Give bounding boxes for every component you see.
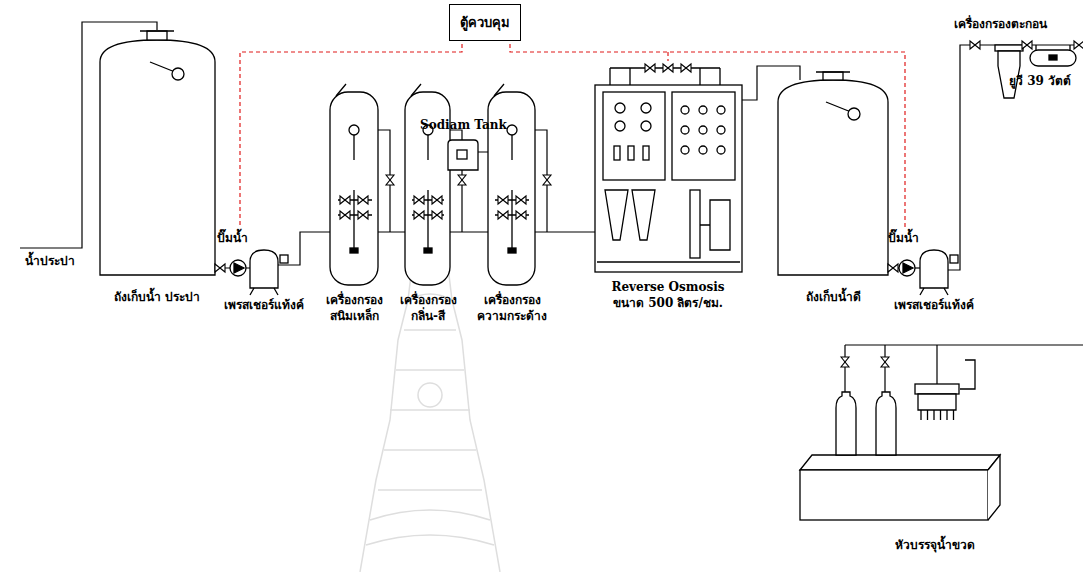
valve-symbol <box>215 264 225 272</box>
raw-water-tank <box>100 31 215 275</box>
filler-spout <box>933 410 934 420</box>
valve-symbol <box>516 211 526 219</box>
part-label: ยูวี 39 วัตต์ <box>1009 74 1071 90</box>
part-label: หัวบรรจุน้ำขวด <box>895 538 975 554</box>
box-label: ตู้ควบคุม <box>460 12 510 33</box>
valve-symbol <box>414 196 424 204</box>
filler-spout <box>927 410 928 420</box>
uv-lamp <box>1030 45 1076 66</box>
valve-symbol <box>1074 41 1083 49</box>
bottle-filler <box>800 360 1000 520</box>
filler-spout <box>940 410 941 420</box>
valve-symbol <box>432 196 442 204</box>
pump-pressure-tank <box>230 250 288 295</box>
filler-spout <box>946 410 947 420</box>
part-label: เพรสเชอร์แท้งค์ <box>224 298 304 314</box>
valve-symbol <box>543 175 551 185</box>
valve-symbol <box>414 211 424 219</box>
sediment-filter <box>995 45 1023 98</box>
valve-symbol <box>970 41 980 49</box>
valve-symbol <box>340 211 350 219</box>
part-label: น้ำประปา <box>25 254 75 270</box>
filler-spout <box>920 410 921 420</box>
valve-symbol <box>358 196 368 204</box>
filter-vessels <box>330 84 535 285</box>
part-label: Sodiam Tank <box>420 118 507 134</box>
valve-symbol <box>386 175 394 185</box>
valve-symbol <box>516 196 526 204</box>
sodium-tank <box>448 140 478 170</box>
part-label: เครื่องกรอง กลิ่น-สี <box>391 293 465 324</box>
valve-symbols <box>215 41 1083 367</box>
piping <box>20 22 1083 392</box>
valve-symbol <box>340 196 350 204</box>
part-label: ปั๊มน้ำ <box>217 231 248 247</box>
valve-symbol <box>841 357 849 367</box>
valve-symbol <box>358 211 368 219</box>
valve-symbol <box>432 211 442 219</box>
control-box: ตู้ควบคุม <box>449 4 521 41</box>
part-label: เครื่องกรองตะกอน <box>954 17 1047 33</box>
filler-spout <box>953 410 954 420</box>
part-label: ถังเก็บน้ำดี <box>806 290 861 306</box>
valve-symbol <box>458 175 466 185</box>
part-label: Reverse Osmosis ขนาด 500 ลิตร/ชม. <box>604 280 732 311</box>
part-label: ถังเก็บน้ำ ประปา <box>114 290 200 306</box>
valve-symbol <box>888 264 898 272</box>
part-label: เพรสเชอร์แท้งค์ <box>894 298 974 314</box>
valve-symbol <box>645 64 655 72</box>
clean-water-tank <box>778 72 888 275</box>
valve-symbol <box>498 211 508 219</box>
valve-symbol <box>498 196 508 204</box>
part-label: เครื่องกรอง ความกระด้าง <box>470 293 554 324</box>
part-label: เครื่องกรอง สนิมเหล็ก <box>317 293 391 324</box>
valve-symbol <box>881 357 889 367</box>
valve-symbol <box>681 64 691 72</box>
control-wire <box>240 37 905 228</box>
valve-symbol <box>663 64 673 72</box>
part-label: ปั๊มน้ำ <box>888 231 919 247</box>
pump-pressure-tank <box>899 250 958 295</box>
valve-symbol <box>1022 41 1032 49</box>
reverse-osmosis-unit <box>595 68 742 272</box>
